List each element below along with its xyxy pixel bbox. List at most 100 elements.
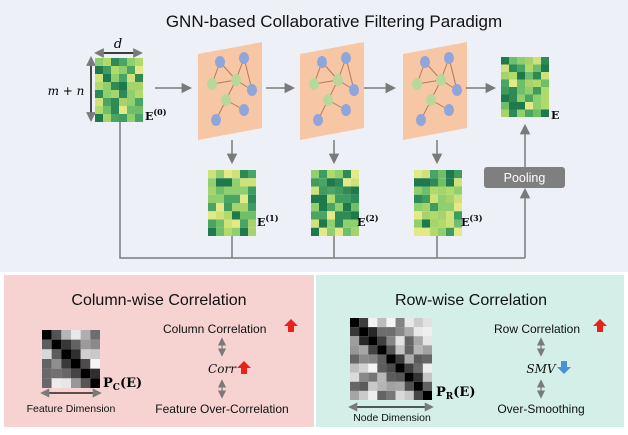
matrix-cell: [422, 186, 430, 195]
matrix-cell: [311, 194, 319, 203]
mn-dimension-label: m + n: [48, 84, 85, 98]
correlation-cell: [42, 349, 52, 359]
matrix-cell: [135, 74, 143, 82]
correlation-cell: [413, 363, 423, 373]
matrix-cell: [533, 57, 541, 65]
matrix-cell: [135, 58, 143, 66]
matrix-cell: [232, 194, 240, 203]
matrix-cell: [414, 194, 422, 203]
matrix-cell: [311, 170, 319, 179]
graph-node: [323, 94, 333, 106]
matrix-cell: [135, 90, 143, 98]
correlation-cell: [377, 363, 387, 373]
matrix-cell: [127, 58, 135, 66]
correlation-cell: [42, 359, 52, 369]
matrix-cell: [541, 79, 549, 87]
matrix-cell: [501, 57, 509, 65]
correlation-cell: [386, 363, 396, 373]
correlation-cell: [386, 354, 396, 364]
matrix-cell: [501, 64, 509, 72]
matrix-cell: [240, 211, 248, 220]
correlation-cell: [61, 349, 71, 359]
matrix-cell: [414, 219, 422, 228]
matrix-cell: [208, 178, 216, 187]
matrix-cell: [422, 194, 430, 203]
matrix-cell: [533, 94, 541, 102]
matrix-cell: [525, 94, 533, 102]
matrix-cell: [422, 219, 430, 228]
matrix-cell: [232, 186, 240, 195]
matrix-cell: [224, 227, 232, 236]
matrix-cell: [248, 219, 256, 228]
correlation-cell: [350, 372, 360, 382]
corr-text: Corr: [208, 362, 237, 376]
matrix-cell: [422, 178, 430, 187]
correlation-cell: [359, 318, 369, 328]
matrix-cell: [335, 178, 343, 187]
correlation-cell: [51, 349, 62, 359]
correlation-cell: [350, 390, 360, 400]
matrix-cell: [240, 186, 248, 195]
correlation-cell: [350, 363, 360, 373]
matrix-cell: [343, 194, 351, 203]
graph-node: [426, 94, 436, 106]
matrix-cell: [103, 58, 111, 66]
graph-node: [420, 56, 430, 68]
matrix-cell: [127, 114, 135, 122]
matrix-cell: [327, 211, 335, 220]
correlation-cell: [386, 345, 396, 355]
matrix-cell: [319, 170, 327, 179]
matrix-cell: [135, 106, 143, 114]
embedding-matrix-e1: [208, 170, 256, 236]
matrix-cell: [517, 79, 525, 87]
matrix-cell: [248, 203, 256, 212]
graph-node: [444, 104, 454, 116]
graph-node: [239, 104, 249, 116]
correlation-cell: [377, 327, 387, 337]
correlation-cell: [350, 336, 360, 346]
matrix-cell: [327, 178, 335, 187]
matrix-cell: [95, 66, 103, 74]
matrix-cell: [430, 178, 438, 187]
matrix-cell: [216, 227, 224, 236]
matrix-cell: [232, 170, 240, 179]
correlation-cell: [359, 363, 369, 373]
matrix-cell: [224, 170, 232, 179]
correlation-cell: [386, 318, 396, 328]
correlation-cell: [422, 345, 432, 355]
matrix-cell: [541, 102, 549, 110]
matrix-cell: [224, 178, 232, 187]
graph-node: [412, 78, 422, 90]
matrix-cell: [327, 203, 335, 212]
matrix-cell: [208, 227, 216, 236]
matrix-cell: [446, 219, 454, 228]
correlation-cell: [368, 381, 378, 391]
correlation-cell: [61, 339, 71, 350]
correlation-cell: [377, 336, 387, 346]
matrix-cell: [208, 211, 216, 220]
matrix-cell: [541, 57, 549, 65]
matrix-cell: [111, 98, 119, 106]
d-dimension-label: d: [114, 37, 122, 52]
node-dimension-label: Node Dimension: [353, 412, 431, 424]
collector-line: [119, 122, 525, 259]
correlation-cell: [377, 354, 387, 364]
matrix-cell: [430, 203, 438, 212]
matrix-cell: [533, 87, 541, 95]
matrix-cell: [135, 114, 143, 122]
correlation-cell: [359, 354, 369, 364]
gnn-layer-graph-1: [198, 42, 262, 140]
matrix-cell: [232, 219, 240, 228]
matrix-cell: [446, 170, 454, 179]
matrix-cell: [135, 82, 143, 90]
matrix-cell: [541, 87, 549, 95]
correlation-cell: [80, 349, 91, 359]
matrix-cell: [509, 57, 517, 65]
matrix-cell: [501, 94, 509, 102]
correlation-cell: [90, 368, 100, 379]
matrix-cell: [311, 219, 319, 228]
matrix-cell: [525, 102, 533, 110]
matrix-cell: [103, 66, 111, 74]
matrix-cell: [335, 219, 343, 228]
correlation-cell: [395, 354, 405, 364]
